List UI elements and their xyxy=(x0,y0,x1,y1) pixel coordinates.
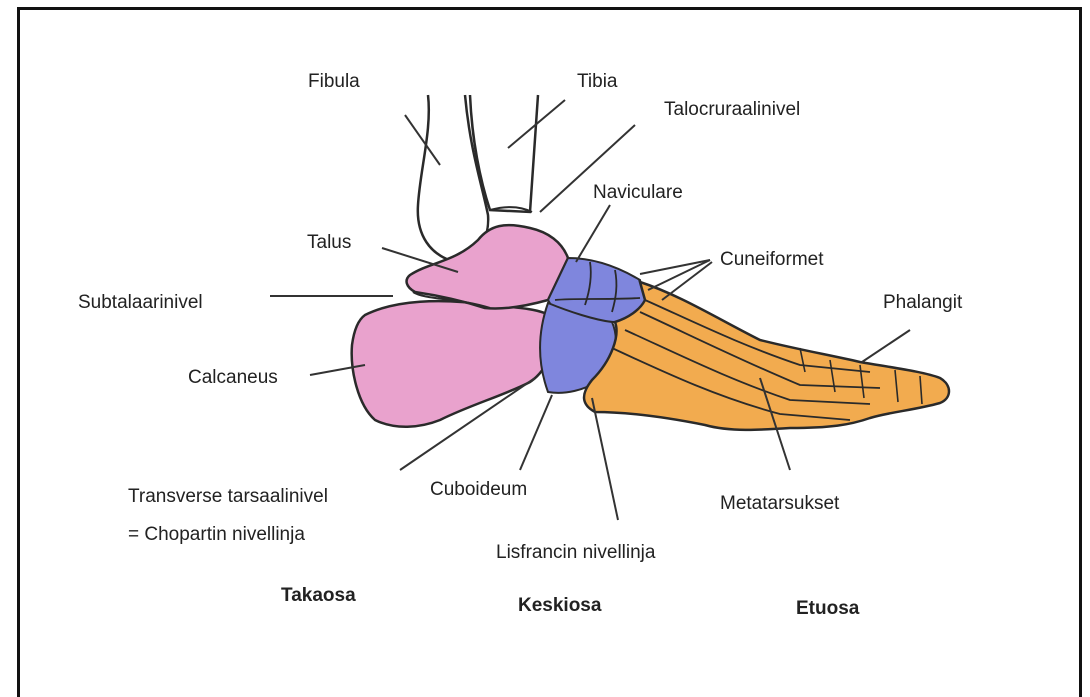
label-metatarsukset: Metatarsukset xyxy=(720,494,839,513)
label-cuboideum: Cuboideum xyxy=(430,480,527,499)
label-subtalaar: Subtalaarinivel xyxy=(78,293,203,312)
label-lisfranc: Lisfrancin nivellinja xyxy=(496,543,655,562)
region-forefoot: Etuosa xyxy=(796,599,859,618)
label-cuneiformet: Cuneiformet xyxy=(720,250,824,269)
phalangit-leader xyxy=(862,330,910,362)
region-midfoot: Keskiosa xyxy=(518,596,601,615)
label-talus: Talus xyxy=(307,233,351,252)
lisfranc-leader xyxy=(592,398,618,520)
cuneiformet-leader-2 xyxy=(648,260,710,290)
label-calcaneus: Calcaneus xyxy=(188,368,278,387)
label-phalangit: Phalangit xyxy=(883,293,962,312)
label-fibula: Fibula xyxy=(308,72,360,91)
cuboideum-leader xyxy=(520,395,552,470)
naviculare-leader xyxy=(576,205,610,262)
region-hindfoot: Takaosa xyxy=(281,586,356,605)
calcaneus-bone xyxy=(352,301,556,427)
label-talocrural: Talocruraalinivel xyxy=(664,100,800,119)
label-transverse: Transverse tarsaalinivel xyxy=(128,487,328,506)
label-naviculare: Naviculare xyxy=(593,183,683,202)
label-tibia: Tibia xyxy=(577,72,617,91)
label-chopart: = Chopartin nivellinja xyxy=(128,525,305,544)
